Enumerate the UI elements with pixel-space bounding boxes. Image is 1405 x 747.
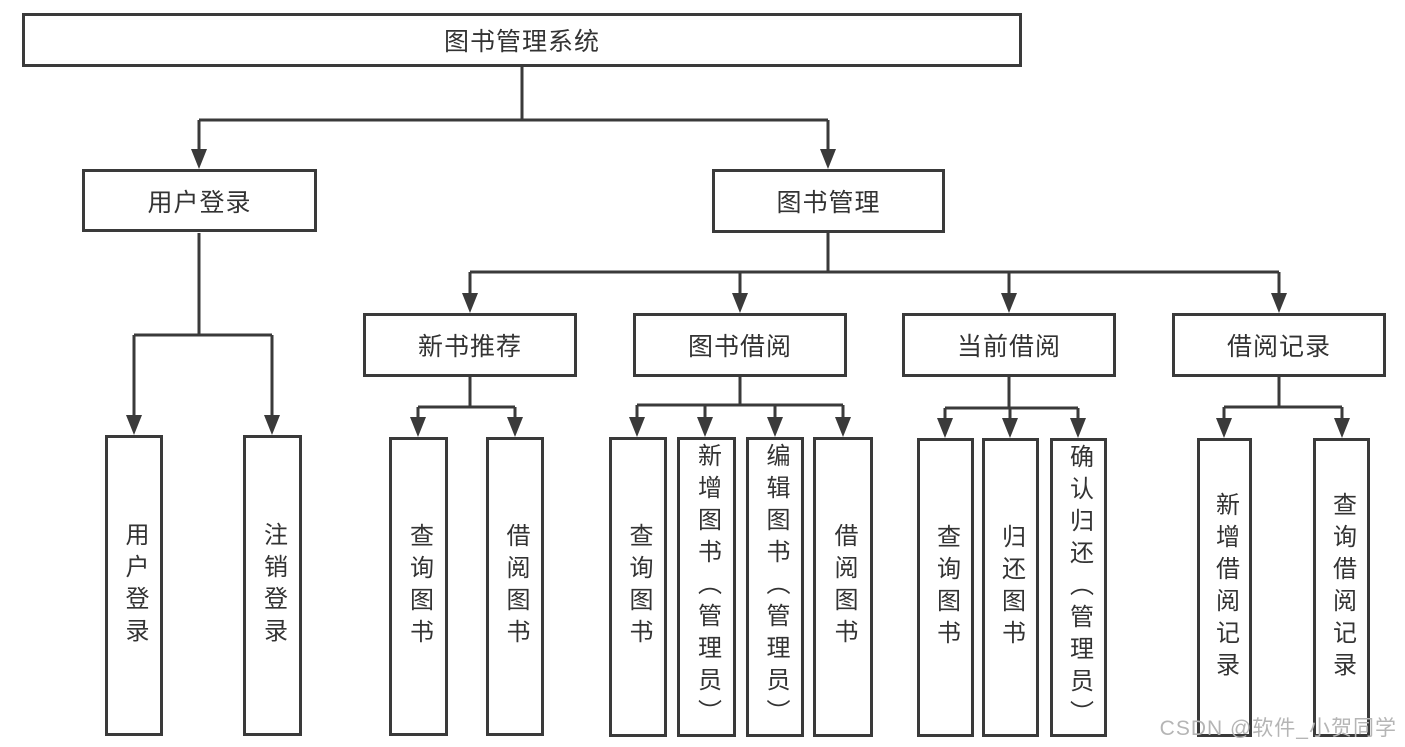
arrowheads [126,149,1350,438]
node-book-borrowing: 图书借阅 [633,313,847,377]
leaf-query-books-2: 查询图书 [609,437,667,737]
leaf-borrow-books: 借阅图书 [486,437,544,736]
leaf-confirm-return-admin: 确认归还（管理员） [1050,438,1107,737]
leaf-logout: 注销登录 [243,435,302,736]
node-root-system: 图书管理系统 [22,13,1022,67]
leaf-query-books-3: 查询图书 [917,438,974,737]
leaf-add-books-admin: 新增图书（管理员） [677,437,736,737]
node-borrow-records: 借阅记录 [1172,313,1386,377]
leaf-add-borrow-record: 新增借阅记录 [1197,438,1252,737]
node-current-borrowing: 当前借阅 [902,313,1116,377]
leaf-query-books: 查询图书 [389,437,448,736]
node-new-book-recommend: 新书推荐 [363,313,577,377]
leaf-borrow-books-2: 借阅图书 [813,437,873,737]
node-user-login: 用户登录 [82,169,317,232]
leaf-return-books: 归还图书 [982,438,1039,737]
node-book-management: 图书管理 [712,169,945,233]
leaf-query-borrow-record: 查询借阅记录 [1313,438,1370,737]
leaf-user-login: 用户登录 [105,435,163,736]
leaf-edit-books-admin: 编辑图书（管理员） [746,437,804,737]
csdn-watermark: CSDN @软件_小贺同学 [1159,717,1397,740]
